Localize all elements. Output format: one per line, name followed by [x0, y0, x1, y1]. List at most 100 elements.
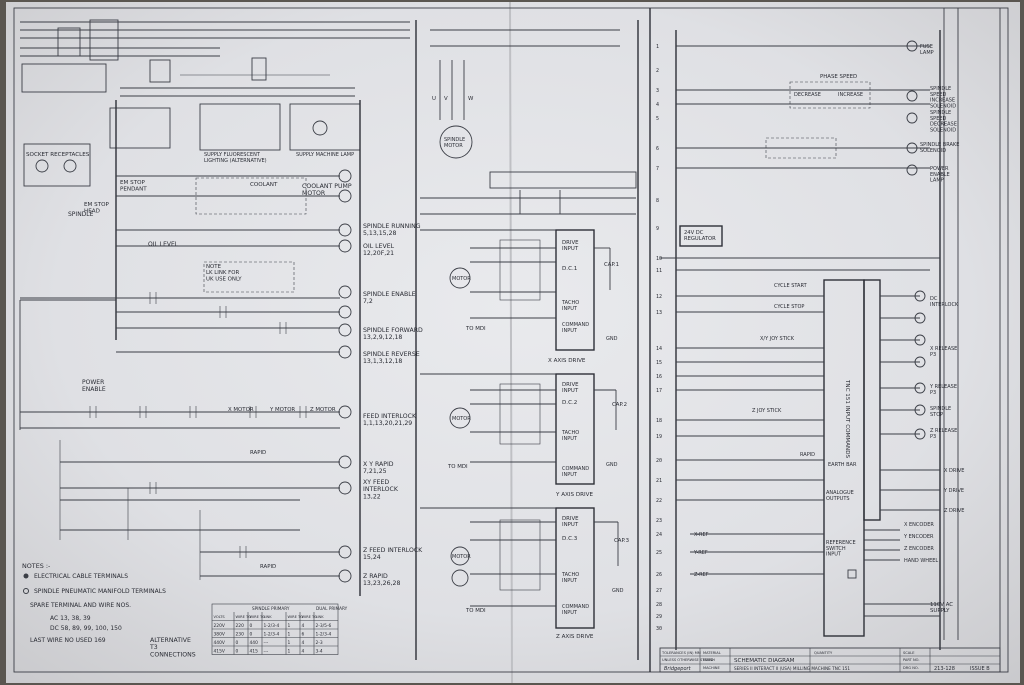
phase-v: V — [444, 96, 448, 102]
label-line: Y RELEASE — [929, 384, 957, 390]
left-ladder-rungs — [20, 169, 352, 583]
label-line: INPUT — [562, 472, 578, 478]
oil-level-switch-label: OIL LEVEL — [148, 241, 179, 248]
z-motor-label: Z MOTOR — [310, 407, 336, 413]
line-number: 25 — [656, 550, 662, 556]
alt-table-cell: 440V — [214, 640, 225, 646]
z-to-mdi: TO MDI — [465, 608, 486, 614]
paper-background — [6, 2, 1020, 683]
z-encoder-label: Z ENCODER — [904, 546, 934, 552]
alt-table-cell: 1-2/3-4 — [264, 623, 280, 629]
label-line: INPUT — [562, 610, 578, 616]
supply-machine-lamp-label: SUPPLY MACHINE LAMP — [296, 152, 354, 158]
note-last-wire: LAST WIRE NO USED 169 — [30, 637, 106, 644]
label-line: SOLENOID — [930, 103, 956, 109]
label-line: COMMAND — [562, 322, 589, 328]
material-label: MATERIAL — [703, 651, 721, 655]
label-line: Z RELEASE — [930, 428, 957, 434]
note-pneumatic: SPINDLE PNEUMATIC MANIFOLD TERMINALS — [34, 588, 166, 595]
cycle-start-label: CYCLE START — [774, 283, 808, 289]
alt-table-cell: 380V — [214, 632, 225, 638]
title-block: TOLERANCES (IN) MM UNLESS OTHERWISE STAT… — [659, 647, 1001, 673]
dcc3-label: D.C.3 — [562, 536, 578, 542]
alt-table-cell: 1 — [288, 649, 291, 655]
alt-table-cell: --- — [264, 650, 269, 655]
alt-table-cell: 1 — [288, 640, 291, 646]
quantity-label: QUANTITY — [814, 651, 833, 655]
label-line: SPINDLE FORWARD — [363, 327, 423, 334]
label-line: INTERLOCK — [930, 302, 959, 308]
alt-table-cell: 6 — [302, 632, 305, 638]
label-line: 15,24 — [363, 554, 381, 561]
rapid-z-label: RAPID — [260, 564, 276, 570]
x-motor-text: MOTOR — [452, 276, 471, 282]
label-line: INCREASE — [930, 98, 955, 104]
machine-label: MACHINE — [703, 666, 720, 670]
label-line: HEAD — [84, 208, 100, 214]
label-line: 13,22 — [363, 493, 381, 500]
alt-table-cell: 4 — [302, 623, 305, 629]
line-number: 4 — [656, 102, 659, 108]
label-line: NOTE — [206, 264, 222, 270]
alt-table-cell: 0 — [250, 623, 253, 629]
alt-table-cell: 440 — [250, 640, 259, 646]
label-line: ANALOGUE — [826, 490, 854, 496]
line-number: 9 — [656, 226, 659, 232]
label-line: SOLENOID — [920, 148, 946, 154]
x-axis-drive-label: X AXIS DRIVE — [548, 358, 586, 364]
phase-w: W — [468, 96, 474, 102]
y-ref-label: Y-REF — [693, 550, 708, 556]
electrical-terminal-symbol — [23, 573, 29, 579]
unless-label: UNLESS OTHERWISE STATED — [662, 658, 714, 662]
alt-table-header: LINK — [264, 615, 273, 619]
label-line: INPUT — [562, 306, 578, 312]
label-line: INPUT — [562, 522, 579, 528]
alt-table-header: WIRE TO — [302, 615, 318, 619]
line-number: 8 — [656, 198, 659, 204]
label-line: 13,23,26,28 — [363, 580, 400, 587]
label-line: SUPPLY — [930, 608, 950, 614]
y-motor-symbol — [449, 407, 471, 429]
alt-table-cell: 2-3 — [316, 640, 323, 646]
line-number: 6 — [656, 146, 659, 152]
y-drive-box — [555, 373, 595, 485]
label-line: MOTOR — [302, 190, 326, 197]
z-drive-output: Z DRIVE — [944, 508, 964, 514]
decrease-label: DECREASE — [794, 92, 821, 98]
label-line: DRIVE — [562, 382, 579, 388]
y-axis-drive-label: Y AXIS DRIVE — [555, 492, 594, 498]
line-number: 11 — [656, 268, 662, 274]
label-line: EM STOP — [84, 202, 110, 208]
line-number: 17 — [656, 388, 662, 394]
label-line: DC — [930, 296, 938, 302]
cycle-stop-label: CYCLE STOP — [774, 304, 804, 310]
y-drive-output: Y DRIVE — [943, 488, 964, 494]
label-line: 1,1,13,20,21,29 — [363, 420, 412, 427]
label-line: PENDANT — [120, 186, 147, 192]
label-line: SPINDLE BRAKE — [920, 142, 959, 148]
finish-label: FINISH — [703, 658, 715, 662]
drawing-title: SCHEMATIC DIAGRAM — [734, 658, 795, 664]
line-number: 24 — [656, 532, 662, 538]
y-motor-text: MOTOR — [452, 416, 471, 422]
label-line: STOP — [930, 412, 943, 418]
phase-u: U — [432, 96, 436, 102]
label-line: 110V AC — [930, 602, 953, 608]
regulator-box — [679, 225, 723, 247]
pneumatic-terminal-symbol — [23, 588, 29, 594]
label-line: P3 — [930, 352, 936, 358]
drawing-subtitle: SERIES II INTERACT II (USA) MILLING MACH… — [734, 666, 850, 671]
label-line: REGULATOR — [684, 236, 716, 242]
